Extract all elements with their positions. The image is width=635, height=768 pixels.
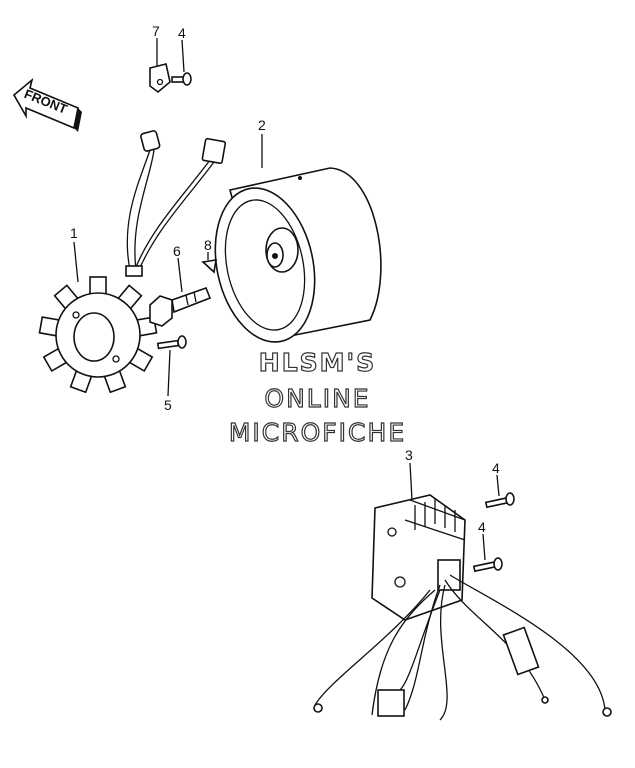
screw-part — [156, 335, 187, 350]
watermark-line-2: ONLINE — [264, 383, 371, 413]
callout-8: 8 — [204, 237, 212, 253]
callout-4: 4 — [492, 460, 500, 476]
bolt-part — [149, 286, 212, 327]
stator-wiring — [125, 130, 227, 277]
callout-3: 3 — [405, 447, 413, 463]
callout-5: 5 — [164, 397, 172, 413]
key-part — [201, 259, 217, 274]
callout-6: 6 — [173, 243, 181, 259]
screw-part — [472, 557, 503, 573]
screw-part — [484, 492, 515, 509]
screw-part — [171, 72, 192, 86]
rotor-part — [214, 167, 382, 343]
callout-4: 4 — [178, 25, 186, 41]
callout-7: 7 — [152, 23, 160, 39]
bracket-part — [149, 63, 171, 94]
callout-4: 4 — [478, 519, 486, 535]
regulator-part — [313, 494, 612, 721]
stator-part — [38, 276, 158, 394]
callout-2: 2 — [258, 117, 266, 133]
watermark-line-1: HLSM'S — [258, 347, 377, 377]
callout-1: 1 — [70, 225, 78, 241]
watermark-line-3: MICROFICHE — [228, 417, 407, 447]
front-arrow-icon: FRONT — [12, 77, 82, 132]
